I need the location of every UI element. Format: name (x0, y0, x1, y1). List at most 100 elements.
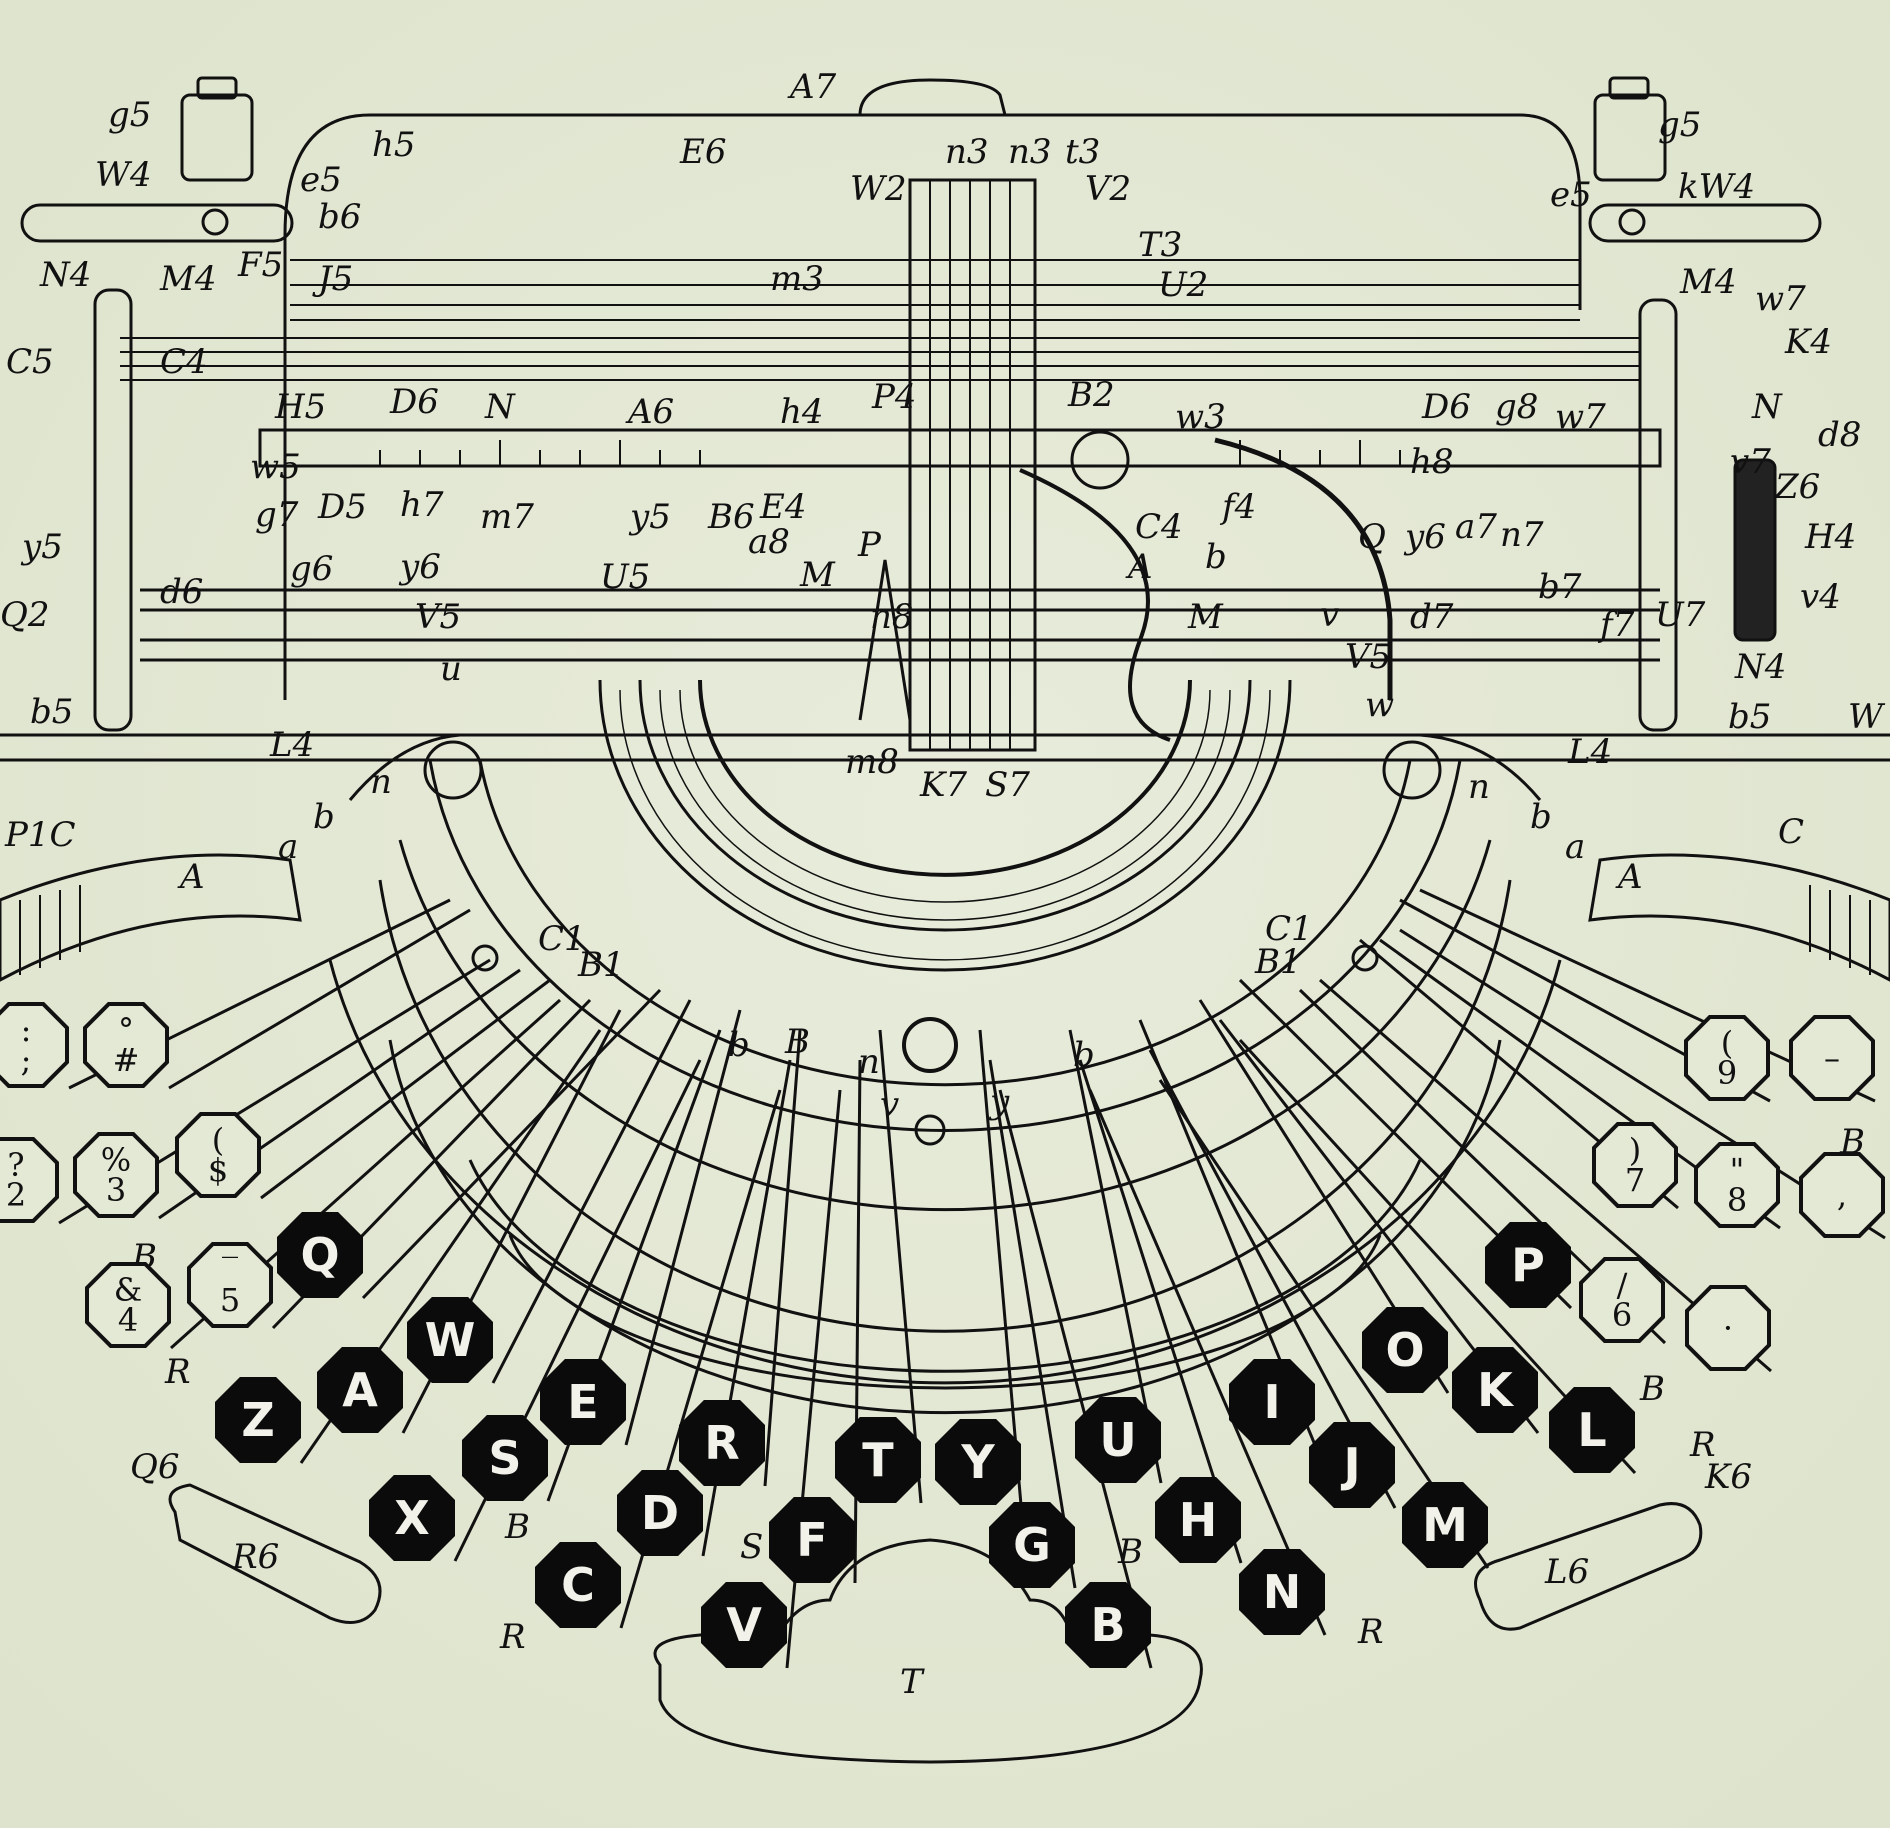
reference-label: C (1778, 812, 1805, 852)
key-face (89, 1266, 167, 1344)
reference-label: n (1468, 767, 1490, 807)
reference-label: m7 (480, 497, 534, 537)
key-u[interactable]: U (1075, 1397, 1161, 1483)
reference-label: y6 (400, 547, 441, 587)
symbol-key[interactable]: % 3 (73, 1132, 159, 1218)
reference-label: A6 (628, 392, 675, 432)
reference-label: D5 (318, 487, 367, 527)
symbol-key[interactable]: ‾ 5 (187, 1242, 273, 1328)
key-q[interactable]: Q (277, 1212, 363, 1298)
symbol-key[interactable]: : ; (0, 1002, 69, 1088)
key-face (179, 1116, 257, 1194)
reference-label: B (785, 1022, 810, 1062)
reference-label: T (900, 1662, 923, 1702)
key-x[interactable]: X (369, 1475, 455, 1561)
reference-label: L4 (1568, 732, 1613, 772)
reference-label: L6 (1545, 1552, 1590, 1592)
key-w[interactable]: W (407, 1297, 493, 1383)
key-face (0, 1006, 65, 1084)
reference-label: M (800, 555, 835, 595)
reference-label: N4 (40, 255, 92, 295)
symbol-key[interactable]: " 8 (1694, 1142, 1780, 1228)
key-face (1698, 1146, 1776, 1224)
reference-label: H4 (1805, 517, 1857, 557)
reference-label: a7 (1455, 507, 1497, 547)
reference-label: g7 (255, 495, 299, 535)
reference-label: V2 (1085, 169, 1132, 209)
reference-label: N (1752, 387, 1782, 427)
reference-label: N (485, 387, 515, 427)
key-m[interactable]: M (1402, 1482, 1488, 1568)
reference-label: n7 (1500, 515, 1544, 555)
reference-label: P1C (5, 815, 76, 855)
symbol-key[interactable]: ( 9 (1684, 1015, 1770, 1101)
key-face (1583, 1261, 1661, 1339)
key-s[interactable]: S (462, 1415, 548, 1501)
reference-label: d7 (1410, 597, 1454, 637)
key-l[interactable]: L (1549, 1387, 1635, 1473)
reference-label: C1 (538, 919, 586, 959)
key-k[interactable]: K (1452, 1347, 1538, 1433)
key-p[interactable]: P (1485, 1222, 1571, 1308)
key-face (1688, 1019, 1766, 1097)
reference-label: U5 (600, 557, 651, 597)
symbol-key[interactable]: · (1685, 1285, 1771, 1371)
symbol-key[interactable]: ( $ (175, 1112, 261, 1198)
reference-label: h4 (780, 392, 824, 432)
reference-label: b (728, 1025, 750, 1065)
reference-label: B (505, 1507, 530, 1547)
reference-label: B (1118, 1532, 1143, 1572)
key-i[interactable]: I (1229, 1359, 1315, 1445)
reference-label: w (1365, 685, 1395, 725)
key-z[interactable]: Z (215, 1377, 301, 1463)
reference-label: K6 (1705, 1457, 1753, 1497)
key-y[interactable]: Y (935, 1419, 1021, 1505)
key-g[interactable]: G (989, 1502, 1075, 1588)
key-face (77, 1136, 155, 1214)
reference-label: w3 (1175, 397, 1226, 437)
key-legend: – (1824, 1039, 1840, 1077)
key-f[interactable]: F (769, 1497, 855, 1583)
symbol-key[interactable]: / 6 (1579, 1257, 1665, 1343)
reference-label: w7 (1555, 397, 1606, 437)
symbol-key[interactable]: – (1789, 1015, 1875, 1101)
key-n[interactable]: N (1239, 1549, 1325, 1635)
reference-label: R (1690, 1425, 1716, 1465)
key-t[interactable]: T (835, 1417, 921, 1503)
reference-label: u (440, 649, 462, 689)
key-h[interactable]: H (1155, 1477, 1241, 1563)
key-v[interactable]: V (701, 1582, 787, 1668)
key-o[interactable]: O (1362, 1307, 1448, 1393)
reference-label: F5 (238, 245, 284, 285)
key-e[interactable]: E (540, 1359, 626, 1445)
key-b[interactable]: B (1065, 1582, 1151, 1668)
reference-label: S (740, 1527, 764, 1567)
key-c[interactable]: C (535, 1542, 621, 1628)
key-legend: % 3 (100, 1141, 132, 1209)
key-legend: ( 9 (1716, 1024, 1738, 1092)
reference-label: Q (1358, 517, 1386, 557)
key-d[interactable]: D (617, 1470, 703, 1556)
reference-label: R (500, 1617, 526, 1657)
key-j[interactable]: J (1309, 1422, 1395, 1508)
reference-label: T3 (1138, 225, 1183, 265)
symbol-key[interactable]: ) 7 (1592, 1122, 1678, 1208)
reference-label: v7 (1730, 442, 1771, 482)
reference-label: L4 (270, 725, 315, 765)
symbol-key[interactable]: , (1799, 1152, 1885, 1238)
reference-label: U7 (1655, 595, 1706, 635)
reference-label: P (858, 525, 881, 565)
reference-label: m8 (845, 742, 899, 782)
symbol-key[interactable]: ° # (83, 1002, 169, 1088)
reference-label: D6 (1422, 387, 1471, 427)
reference-label: b (1205, 537, 1227, 577)
key-a[interactable]: A (317, 1347, 403, 1433)
symbol-key[interactable]: & 4 (85, 1262, 171, 1348)
reference-label: g5 (1658, 105, 1702, 145)
reference-label: B (1640, 1369, 1665, 1409)
reference-label: W (1848, 697, 1883, 737)
key-face (1689, 1289, 1767, 1367)
key-r[interactable]: R (679, 1400, 765, 1486)
reference-label: n (370, 762, 392, 802)
reference-label: n (858, 1042, 880, 1082)
